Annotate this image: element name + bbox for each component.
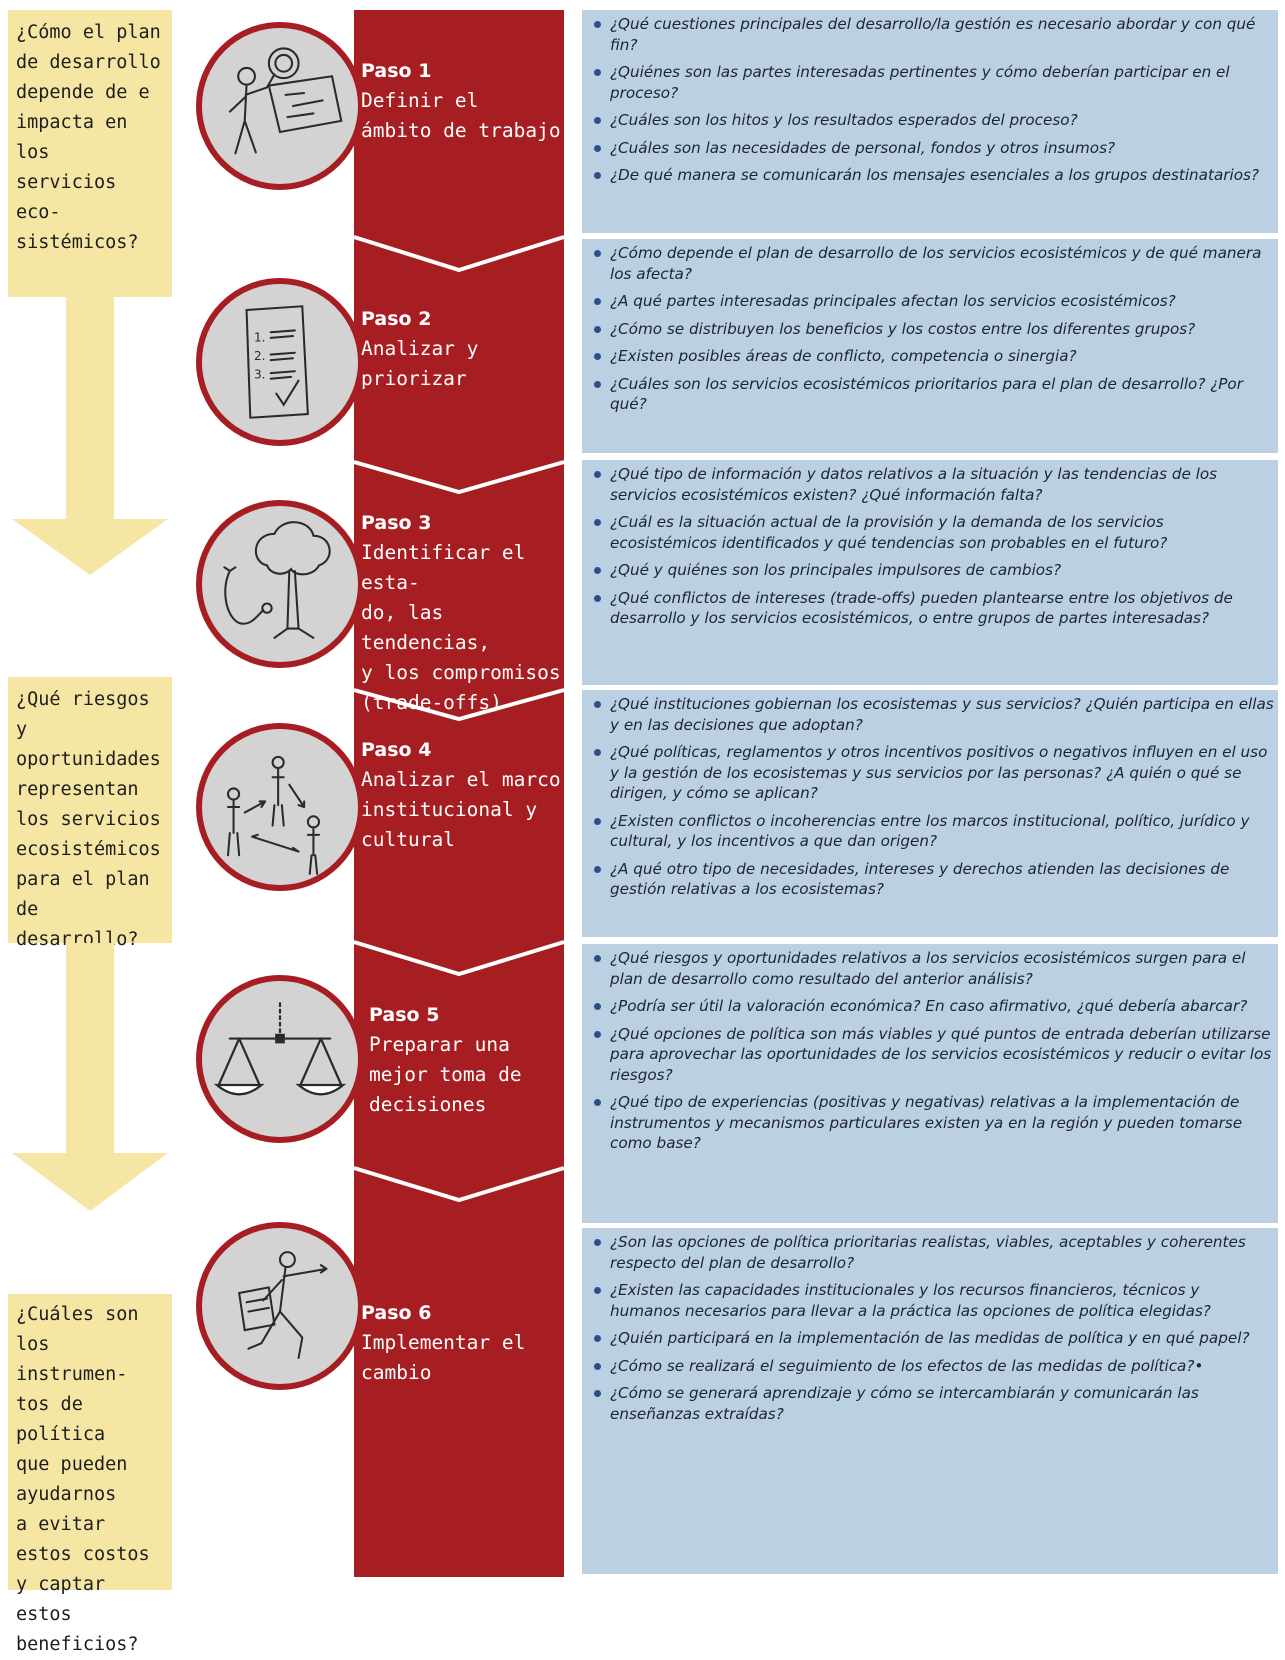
steps-chevron-band bbox=[353, 10, 565, 1577]
balance-scale-icon bbox=[213, 1002, 347, 1096]
steps-column bbox=[0, 0, 600, 1654]
step-1-panel bbox=[354, 10, 564, 270]
step-title: Preparar una mejor toma de decisiones bbox=[369, 1033, 522, 1116]
down-arrow-2 bbox=[8, 943, 172, 1213]
step-6-icon-circle bbox=[196, 1222, 364, 1390]
list-item: ¿Existen posibles áreas de conflicto, co… bbox=[592, 346, 1274, 367]
list-item: ¿Qué y quiénes son los principales impul… bbox=[592, 560, 1274, 581]
down-arrow-1 bbox=[8, 297, 172, 577]
list-item: ¿Quiénes son las partes interesadas pert… bbox=[592, 62, 1274, 103]
person-with-magnifier-and-map-icon bbox=[228, 47, 343, 155]
step-title: Definir el ámbito de trabajo bbox=[361, 89, 561, 142]
down-arrow-icon bbox=[12, 297, 168, 575]
list-item: ¿Qué opciones de política son más viable… bbox=[592, 1024, 1274, 1086]
step-5-panel bbox=[354, 942, 564, 1200]
step-3-label: Paso 3 Identificar el esta- do, las tend… bbox=[361, 508, 561, 718]
list-item: ¿Existen las capacidades institucionales… bbox=[592, 1280, 1274, 1321]
list-item: ¿Qué instituciones gobiernan los ecosist… bbox=[592, 694, 1274, 735]
list-item: ¿A qué otro tipo de necesidades, interes… bbox=[592, 859, 1274, 900]
step-5-label: Paso 5 Preparar una mejor toma de decisi… bbox=[369, 1000, 569, 1120]
svg-text:1.: 1. bbox=[254, 331, 266, 345]
step-6-panel bbox=[354, 1168, 564, 1577]
guiding-question-3: ¿Cuáles son los instrumen- tos de políti… bbox=[8, 1294, 172, 1655]
list-item: ¿Qué tipo de información y datos relativ… bbox=[592, 464, 1274, 505]
step-5-questions: ¿Qué riesgos y oportunidades relativos a… bbox=[582, 944, 1278, 1223]
list-item: ¿Cuáles son los hitos y los resultados e… bbox=[592, 110, 1274, 131]
list-item: ¿Cómo depende el plan de desarrollo de l… bbox=[592, 243, 1274, 284]
three-people-interacting-icon bbox=[226, 755, 321, 875]
list-item: ¿Cómo se generará aprendizaje y cómo se … bbox=[592, 1383, 1274, 1424]
step-1-questions: ¿Qué cuestiones principales del desarrol… bbox=[582, 10, 1278, 233]
step-4-questions: ¿Qué instituciones gobiernan los ecosist… bbox=[582, 690, 1278, 937]
step-title: Identificar el esta- do, las tendencias,… bbox=[361, 541, 561, 714]
step-4-panel bbox=[354, 690, 564, 974]
list-item: ¿Podría ser útil la valoración económica… bbox=[592, 996, 1274, 1017]
guiding-question-1: ¿Cómo el plan de desarrollo depende de e… bbox=[8, 10, 172, 297]
list-item: ¿Cómo se distribuyen los beneficios y lo… bbox=[592, 319, 1274, 340]
step-6-label: Paso 6 Implementar el cambio bbox=[361, 1298, 561, 1388]
list-item: ¿Cuáles son las necesidades de personal,… bbox=[592, 138, 1274, 159]
list-item: ¿Qué riesgos y oportunidades relativos a… bbox=[592, 948, 1274, 989]
tree-with-stethoscope-icon bbox=[223, 521, 331, 639]
list-item: ¿Quién participará en la implementación … bbox=[592, 1328, 1274, 1349]
list-item: ¿Qué tipo de experiencias (positivas y n… bbox=[592, 1092, 1274, 1154]
step-4-label: Paso 4 Analizar el marco institucional y… bbox=[361, 735, 561, 855]
step-4-icon-circle bbox=[196, 723, 364, 891]
step-number: Paso 2 bbox=[361, 308, 432, 330]
down-arrow-icon bbox=[12, 943, 168, 1211]
person-walking-and-pointing-icon bbox=[237, 1251, 328, 1360]
list-item: ¿Qué políticas, reglamentos y otros ince… bbox=[592, 742, 1274, 804]
list-item: ¿Cuáles son los servicios ecosistémicos … bbox=[592, 374, 1274, 415]
step-5-icon-circle bbox=[196, 975, 364, 1143]
list-item: ¿Cuál es la situación actual de la provi… bbox=[592, 512, 1274, 553]
step-title: Analizar y priorizar bbox=[361, 337, 479, 390]
step-1-label: Paso 1 Definir el ámbito de trabajo bbox=[361, 56, 561, 146]
list-item: ¿Qué conflictos de intereses (trade-offs… bbox=[592, 588, 1274, 629]
step-title: Analizar el marco institucional y cultur… bbox=[361, 768, 561, 851]
step-6-questions: ¿Son las opciones de política prioritari… bbox=[582, 1228, 1278, 1574]
step-2-icon-circle: 1. 2. 3. bbox=[196, 278, 364, 446]
step-number: Paso 4 bbox=[361, 739, 432, 761]
step-2-panel bbox=[354, 237, 564, 492]
list-item: ¿Son las opciones de política prioritari… bbox=[592, 1232, 1274, 1273]
step-3-panel bbox=[354, 462, 564, 719]
list-item: ¿A qué partes interesadas principales af… bbox=[592, 291, 1274, 312]
list-item: ¿Existen conflictos o incoherencias entr… bbox=[592, 811, 1274, 852]
checklist-document-icon: 1. 2. 3. bbox=[245, 305, 309, 419]
step-2-questions: ¿Cómo depende el plan de desarrollo de l… bbox=[582, 239, 1278, 453]
step-number: Paso 1 bbox=[361, 60, 432, 82]
step-2-label: Paso 2 Analizar y priorizar bbox=[361, 304, 561, 394]
list-item: ¿Cómo se realizará el seguimiento de los… bbox=[592, 1356, 1274, 1377]
step-number: Paso 5 bbox=[369, 1004, 440, 1026]
svg-text:2.: 2. bbox=[254, 349, 266, 363]
list-item: ¿De qué manera se comunicarán los mensaj… bbox=[592, 165, 1274, 186]
list-item: ¿Qué cuestiones principales del desarrol… bbox=[592, 14, 1274, 55]
step-number: Paso 6 bbox=[361, 1302, 432, 1324]
step-title: Implementar el cambio bbox=[361, 1331, 526, 1384]
step-1-icon-circle bbox=[196, 22, 364, 190]
guiding-question-2: ¿Qué riesgos y oportunidades representan… bbox=[8, 677, 172, 950]
svg-text:3.: 3. bbox=[254, 368, 266, 382]
step-3-questions: ¿Qué tipo de información y datos relativ… bbox=[582, 460, 1278, 685]
step-3-icon-circle bbox=[196, 500, 364, 668]
step-number: Paso 3 bbox=[361, 512, 432, 534]
